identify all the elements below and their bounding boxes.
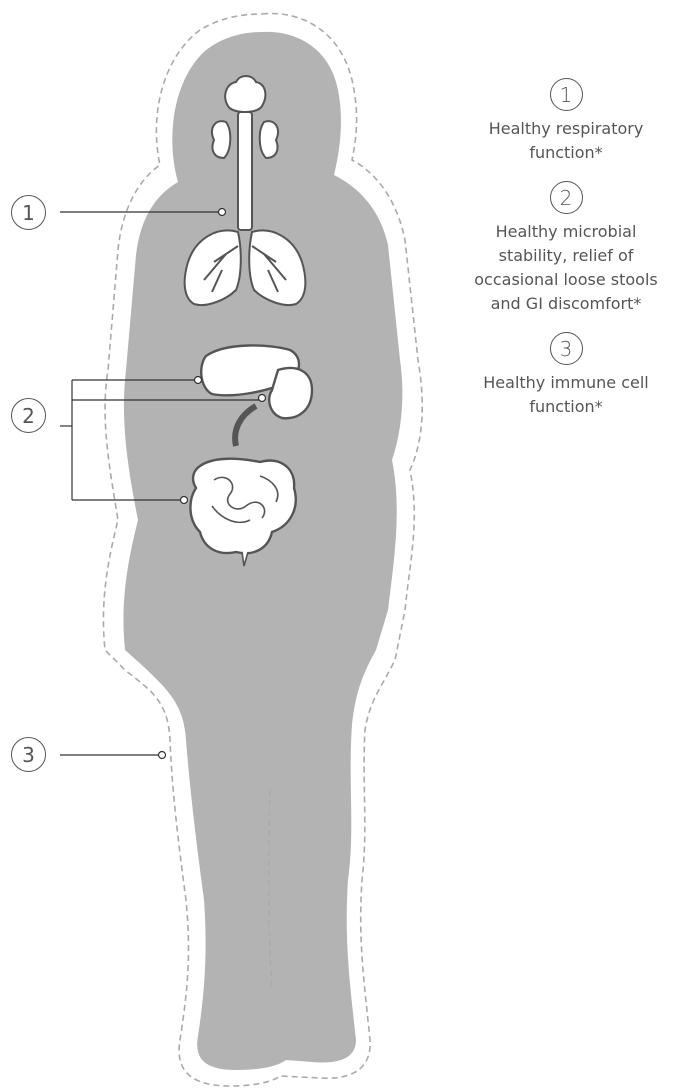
callout-number-3: 3 bbox=[11, 737, 46, 772]
legend-text-2: Healthy microbial stability, relief of o… bbox=[456, 220, 676, 316]
legend-number-1: 1 bbox=[550, 78, 583, 111]
right-lobe-shape bbox=[260, 121, 278, 158]
legend-item-1: 1 Healthy respiratory function* bbox=[456, 78, 676, 165]
stomach-shape bbox=[269, 368, 312, 418]
legend-item-2: 2 Healthy microbial stability, relief of… bbox=[456, 181, 676, 316]
callout-dot-1 bbox=[219, 209, 226, 216]
callout-dot-3 bbox=[159, 752, 166, 759]
legend-text-3: Healthy immune cell function* bbox=[456, 371, 676, 419]
callout-number-1: 1 bbox=[11, 195, 46, 230]
callout-number-2: 2 bbox=[11, 398, 46, 433]
legend-number-3: 3 bbox=[550, 332, 583, 365]
callout-dot-2c bbox=[181, 497, 188, 504]
callout-dot-2a bbox=[195, 377, 202, 384]
legend-number-2: 2 bbox=[550, 181, 583, 214]
legend-text-1: Healthy respiratory function* bbox=[456, 117, 676, 165]
left-lobe-shape bbox=[212, 121, 230, 158]
trachea-shape bbox=[238, 112, 252, 230]
body-silhouette bbox=[123, 32, 402, 1070]
callout-dot-2b bbox=[259, 395, 266, 402]
legend-item-3: 3 Healthy immune cell function* bbox=[456, 332, 676, 419]
legend: 1 Healthy respiratory function* 2 Health… bbox=[456, 78, 676, 435]
